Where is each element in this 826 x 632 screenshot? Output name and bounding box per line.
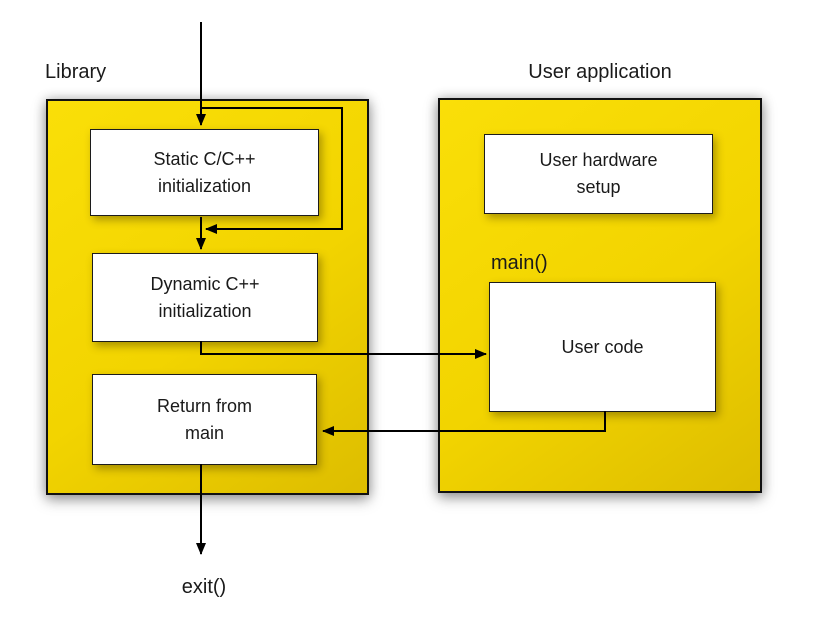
user-application-container-label: User application — [528, 61, 672, 83]
node-dynamic-init: Dynamic C++ initialization — [92, 253, 318, 342]
node-static-init: Static C/C++ initialization — [90, 129, 319, 216]
exit-function-label: exit() — [181, 576, 227, 598]
node-hardware-setup: User hardware setup — [484, 134, 713, 214]
node-return-main: Return from main — [92, 374, 317, 465]
library-container-label: Library — [45, 61, 107, 83]
node-user-code: User code — [489, 282, 716, 412]
main-function-label: main() — [491, 252, 548, 274]
